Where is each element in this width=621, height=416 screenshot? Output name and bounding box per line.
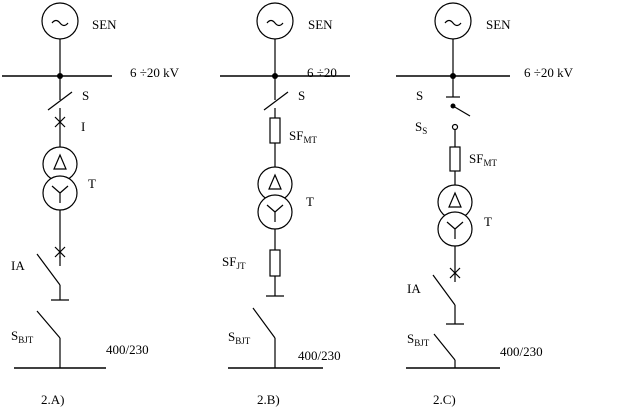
disconnector-s-b xyxy=(263,91,289,111)
sbjt-switch-a xyxy=(36,310,61,339)
source-symbol-b xyxy=(256,2,294,40)
ia-label-a: IA xyxy=(11,258,25,273)
switch-label-a: S xyxy=(82,88,89,103)
scheme-b: SEN 6 ÷20 S SFMT T SFJT SBJT 400/23 xyxy=(220,2,350,407)
wye-icon-b xyxy=(266,204,284,222)
breaker-cross-a2 xyxy=(54,116,66,128)
sfjt-label-b: SFJT xyxy=(222,254,246,271)
breaker-label-a: I xyxy=(81,119,85,134)
switch-label-c: S xyxy=(416,88,423,103)
source-symbol-a xyxy=(41,2,79,40)
caption-a: 2.A) xyxy=(41,392,64,407)
switch-label-b: S xyxy=(298,88,305,103)
sbjt-switch-c xyxy=(433,333,456,361)
wave-icon-b xyxy=(266,19,284,27)
delta-icon-b xyxy=(268,173,282,190)
transformer-label-c: T xyxy=(484,214,492,229)
ia-switch-c xyxy=(432,274,456,306)
sbjt-label-a: SBJT xyxy=(11,328,34,345)
ss-contact-c xyxy=(451,123,459,131)
wye-icon-c xyxy=(446,221,464,239)
scheme-a: SEN 6 ÷20 kV S I T IA SBJT xyxy=(2,2,180,407)
sbjt-switch-b xyxy=(252,307,276,339)
disconnector-s-a xyxy=(47,91,73,111)
voltage-label-c: 6 ÷20 kV xyxy=(524,65,574,80)
sbjt-label-c: SBJT xyxy=(407,331,430,348)
source-symbol-c xyxy=(434,2,472,40)
voltage-label-a: 6 ÷20 kV xyxy=(130,65,180,80)
ia-cross-a2 xyxy=(54,246,66,258)
transformer-label-b: T xyxy=(306,194,314,209)
wave-icon-a xyxy=(51,19,69,27)
caption-b: 2.B) xyxy=(257,392,280,407)
ia-cross-c2 xyxy=(449,267,461,279)
delta-icon-c xyxy=(448,191,462,208)
fuse-sfjt-b xyxy=(269,249,281,277)
source-label-c: SEN xyxy=(486,17,511,32)
sbjt-label-b: SBJT xyxy=(228,329,251,346)
lv-voltage-label-a: 400/230 xyxy=(106,342,149,357)
transformer-label-a: T xyxy=(88,176,96,191)
wye-icon-a xyxy=(51,185,69,203)
sfmt-label-c: SFMT xyxy=(469,151,497,168)
lv-voltage-label-c: 400/230 xyxy=(500,344,543,359)
voltage-label-b: 6 ÷20 xyxy=(307,65,337,80)
ss-label-c: SS xyxy=(415,119,427,136)
wave-icon-c xyxy=(444,19,462,27)
source-label-b: SEN xyxy=(308,17,333,32)
delta-icon-a xyxy=(53,153,67,170)
lv-voltage-label-b: 400/230 xyxy=(298,348,341,363)
fuse-sfmt-c xyxy=(449,146,461,172)
scheme-c: SEN 6 ÷20 kV S SS SFMT T IA xyxy=(396,2,574,407)
source-label-a: SEN xyxy=(92,17,117,32)
fuse-sfmt-b xyxy=(269,117,281,144)
sfmt-label-b: SFMT xyxy=(289,128,317,145)
ia-switch-a xyxy=(36,253,61,286)
disconnector-s-c xyxy=(452,105,471,117)
caption-c: 2.C) xyxy=(433,392,456,407)
ia-label-c: IA xyxy=(407,281,421,296)
